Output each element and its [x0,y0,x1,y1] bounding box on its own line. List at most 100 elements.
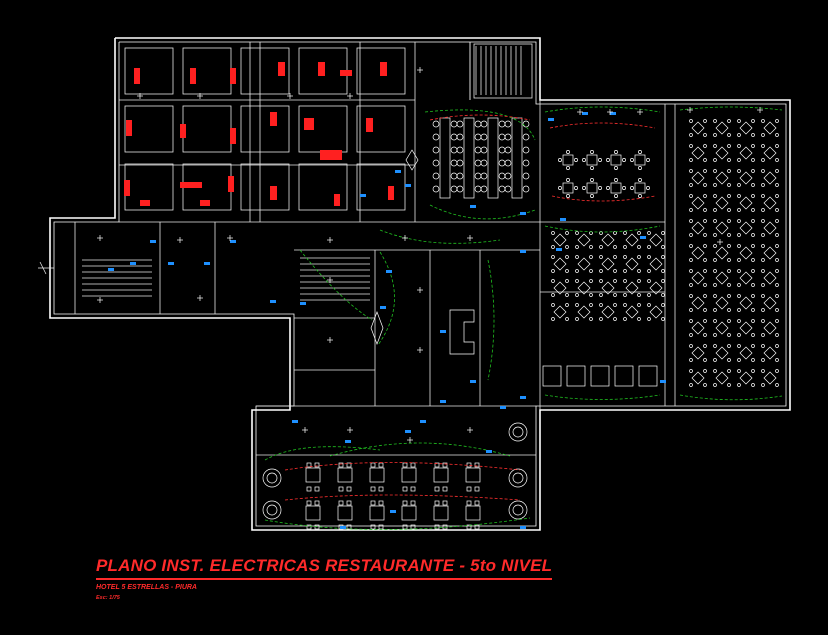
chair [474,462,480,468]
light-fixture-large [370,311,384,345]
chair [751,208,755,212]
table-diamond [715,271,729,285]
table-diamond [553,233,567,247]
outlet [470,380,476,383]
chair [623,269,627,273]
chair [727,333,731,337]
chair [504,146,512,154]
chair [565,303,569,307]
chair [590,178,594,182]
chair [751,194,755,198]
table-square [337,467,353,483]
circuit-run [379,229,501,244]
table-diamond [691,271,705,285]
appliance [134,68,140,84]
chair [713,258,717,262]
round-table-top [512,472,524,484]
chair [661,269,665,273]
chair [432,146,440,154]
chair [727,244,731,248]
circuit-run [544,106,661,113]
chair [737,194,741,198]
chair [775,294,779,298]
chair [622,186,626,190]
chair [689,183,693,187]
chair [338,462,344,468]
chair [565,255,569,259]
chair [703,369,707,373]
title-block: PLANO INST. ELECTRICAS RESTAURANTE - 5to… [96,556,596,601]
chair [504,133,512,141]
chair [647,303,651,307]
appliance [124,180,130,196]
chair [737,119,741,123]
chair [623,255,627,259]
chair [450,146,458,154]
long-table [511,117,523,199]
table-diamond [649,233,663,247]
interior-partitions [38,42,676,456]
table-diamond [625,281,639,295]
chair [565,269,569,273]
table-diamond [763,146,777,160]
chair [434,500,440,506]
chair [590,194,594,198]
chair [599,255,603,259]
table-diamond [715,146,729,160]
chair [713,233,717,237]
chair [450,185,458,193]
chair [589,255,593,259]
table-diamond [691,196,705,210]
table-diamond [739,321,753,335]
table-diamond [691,346,705,360]
circuit-run [377,251,395,346]
chair [703,158,707,162]
chair [703,219,707,223]
chair [638,178,642,182]
chair [737,294,741,298]
chair [647,255,651,259]
chair [703,269,707,273]
table-diamond [739,371,753,385]
chair [737,219,741,223]
appliance [320,150,342,160]
chair [474,185,482,193]
chair [761,219,765,223]
chair [613,279,617,283]
chair [613,317,617,321]
chair [566,150,570,154]
table-diamond [691,371,705,385]
outlet [582,112,588,115]
outlet [395,170,401,173]
chair [737,183,741,187]
chair [575,279,579,283]
chair [727,344,731,348]
table-diamond [553,305,567,319]
chair [727,158,731,162]
chair [689,258,693,262]
chair [498,185,506,193]
table-square [610,182,622,194]
chair [613,245,617,249]
chair [689,133,693,137]
chair [432,133,440,141]
chair [689,158,693,162]
chair [480,133,488,141]
chair [402,500,408,506]
table-diamond [763,346,777,360]
chair [703,308,707,312]
drawing-title: PLANO INST. ELECTRICAS RESTAURANTE - 5to… [96,556,553,580]
chair [599,279,603,283]
chair [598,158,602,162]
chair [456,133,464,141]
chair [480,159,488,167]
chair [761,194,765,198]
table-diamond [649,305,663,319]
outlet [130,262,136,265]
chair [737,269,741,273]
chair [751,244,755,248]
chair [646,158,650,162]
chair [713,158,717,162]
circuit-run [264,517,531,530]
chair [590,150,594,154]
